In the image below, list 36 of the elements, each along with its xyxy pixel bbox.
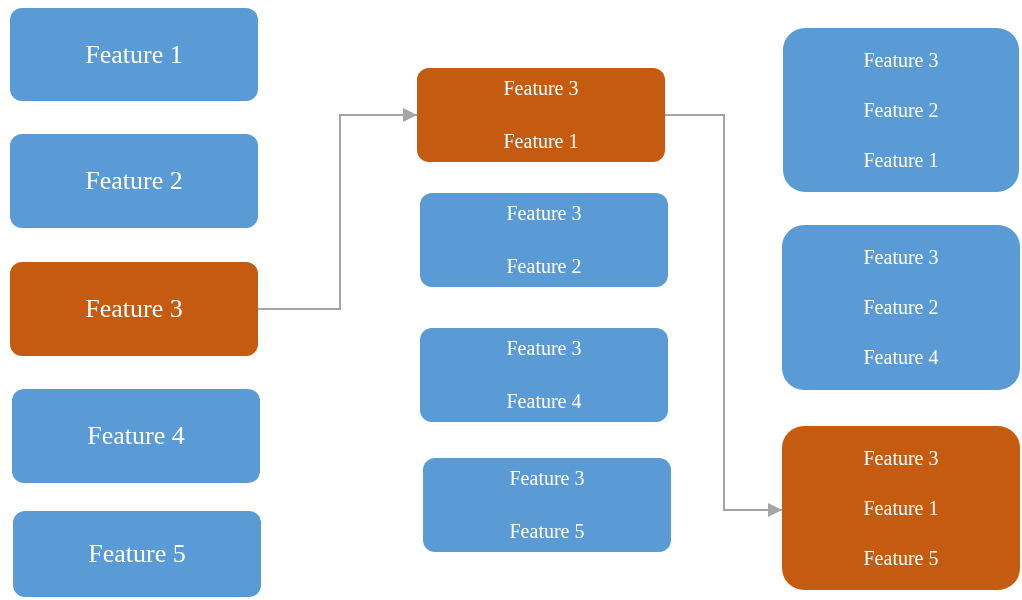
feature-label: Feature 4: [87, 421, 185, 451]
feature-label: Feature 3: [503, 77, 579, 100]
feature-box: [417, 68, 665, 162]
feature-label: Feature 3: [506, 337, 582, 360]
feature-label: Feature 2: [863, 296, 939, 319]
feature-label: Feature 3: [85, 294, 183, 324]
feature-label: Feature 1: [863, 148, 939, 172]
feature-box: [420, 193, 668, 287]
feature-box: [420, 328, 668, 422]
feature-label: Feature 4: [506, 390, 582, 413]
feature-label: Feature 4: [863, 346, 939, 369]
feature-box: [782, 426, 1020, 590]
feature-label: Feature 3: [863, 246, 939, 269]
feature-label: Feature 3: [506, 202, 582, 225]
feature-box: [10, 134, 258, 228]
feature-label: Feature 1: [503, 130, 579, 153]
feature-label: Feature 2: [506, 255, 582, 278]
feature-box: [12, 389, 260, 483]
feature-label: Feature 3: [863, 446, 939, 470]
feature-label: Feature 5: [509, 520, 585, 543]
feature-box: [13, 511, 261, 597]
feature-box: [782, 225, 1020, 390]
feature-label: Feature 5: [88, 539, 186, 569]
feature-box: [10, 262, 258, 356]
feature-label: Feature 2: [863, 98, 939, 122]
feature-label: Feature 5: [863, 546, 939, 570]
feature-box: [10, 8, 258, 101]
feature-label: Feature 2: [85, 166, 183, 196]
connector-arrow: [257, 108, 418, 310]
feature-label: Feature 3: [863, 48, 939, 72]
feature-box: [423, 458, 671, 552]
feature-label: Feature 1: [85, 39, 183, 70]
feature-label: Feature 3: [509, 467, 585, 490]
feature-label: Feature 1: [863, 496, 939, 520]
connector-arrow: [664, 114, 783, 517]
feature-box: [783, 28, 1019, 192]
